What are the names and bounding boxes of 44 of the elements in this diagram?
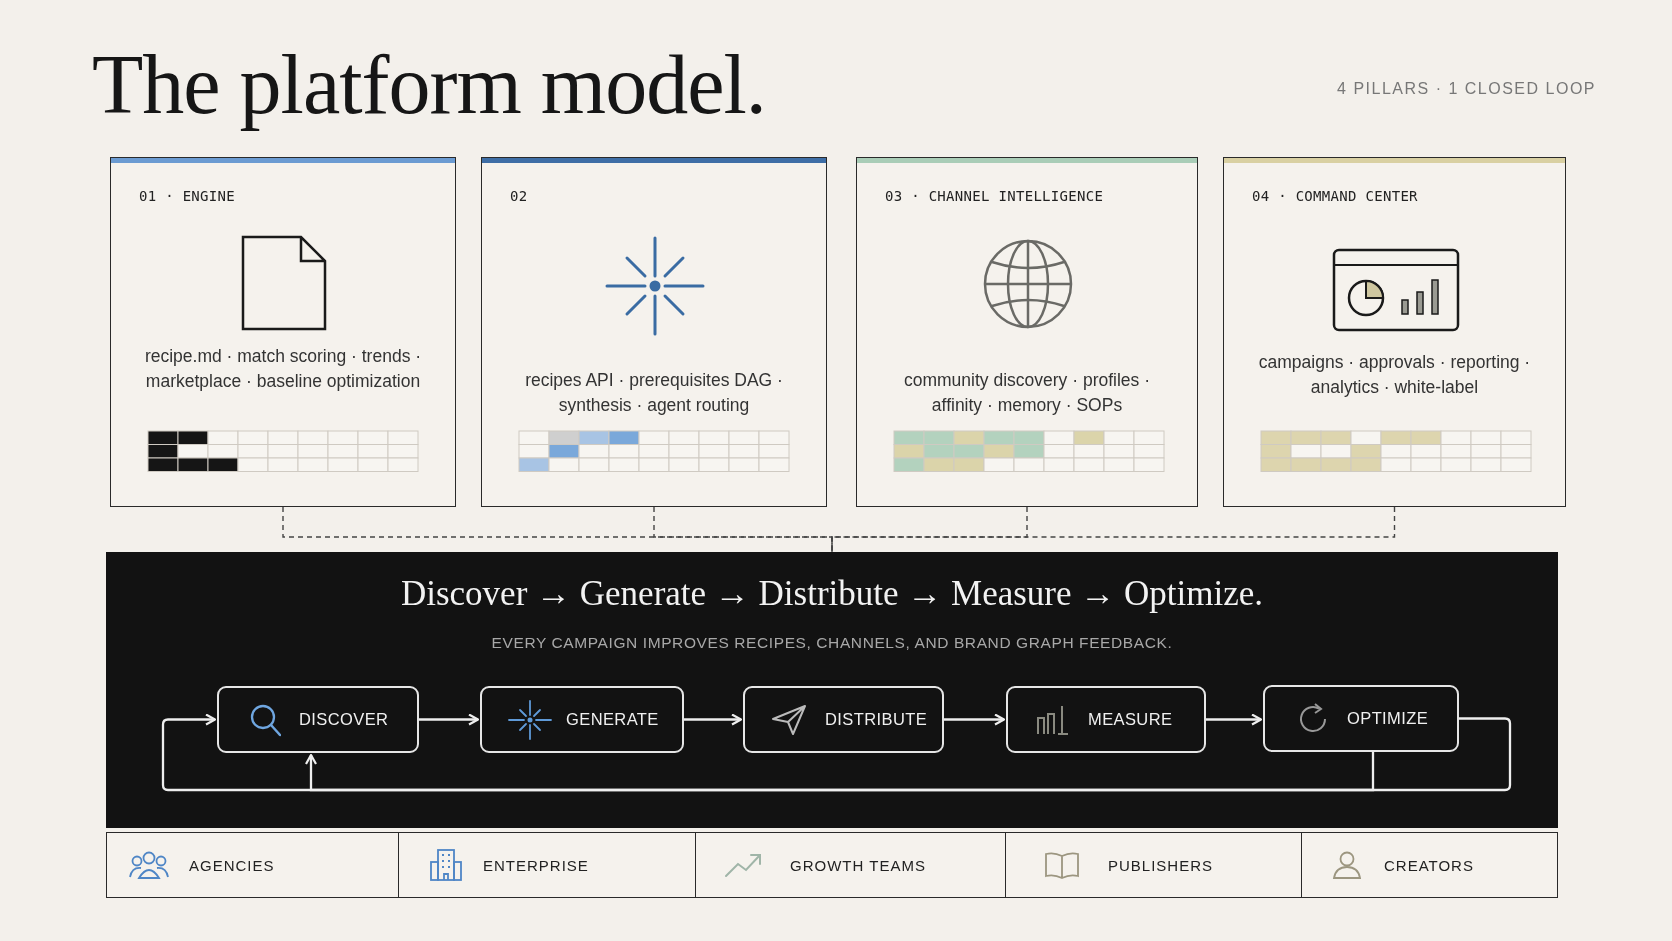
- loop-subtitle: EVERY CAMPAIGN IMPROVES RECIPES, CHANNELS, AND BRAND GRAPH FEEDBACK.: [490, 634, 1174, 652]
- arrow: [944, 713, 1006, 726]
- pillar-card: [110, 157, 456, 507]
- step-label: DISTRIBUTE: [825, 710, 928, 729]
- card-heading: 03 · CHANNEL INTELLIGENCE: [885, 188, 1104, 204]
- loop-panel: [106, 552, 1558, 828]
- step-box: [480, 686, 684, 753]
- audience-label: ENTERPRISE: [483, 856, 589, 874]
- arrow: [419, 713, 480, 726]
- step-label: GENERATE: [566, 710, 659, 729]
- step-box: [1006, 686, 1206, 753]
- audience-label: AGENCIES: [189, 856, 275, 874]
- audience-label: PUBLISHERS: [1108, 856, 1214, 874]
- loop-headline: Discover → Generate → Distribute → Measure → Optimize.: [399, 574, 1265, 614]
- step-box: [743, 686, 944, 753]
- feature-list: recipes API · prerequisites DAG · synthesis · agent routing: [512, 368, 796, 418]
- arrow: [684, 713, 743, 726]
- audience-cell: [106, 832, 399, 898]
- feature-list: campaigns · approvals · reporting · analytics · white-label: [1254, 350, 1535, 400]
- audience-cell: [695, 832, 1006, 898]
- pillar-card: [856, 157, 1198, 507]
- pillar-card: [1223, 157, 1566, 507]
- step-box: [1263, 685, 1459, 752]
- pillar-card: [481, 157, 827, 507]
- audience-cell: [1005, 832, 1302, 898]
- arrow: [1206, 713, 1263, 726]
- step-label: MEASURE: [1088, 710, 1173, 729]
- audience-label: GROWTH TEAMS: [790, 856, 926, 874]
- step-box: [217, 686, 419, 753]
- step-label: DISCOVER: [299, 710, 389, 729]
- card-heading: 02: [510, 188, 528, 204]
- feature-list: community discovery · profiles · affinity · memory · SOPs: [887, 368, 1167, 418]
- audience-cell: [398, 832, 696, 898]
- card-heading: 01 · ENGINE: [139, 188, 236, 204]
- feature-list: recipe.md · match scoring · trends · marketplace · baseline optimization: [141, 344, 425, 394]
- audience-cell: [1301, 832, 1558, 898]
- tagline: 4 PILLARS · 1 CLOSED LOOP: [1337, 80, 1596, 98]
- card-heading: 04 · COMMAND CENTER: [1252, 188, 1418, 204]
- arrow: [161, 713, 1512, 792]
- connector-line: [831, 506, 1396, 553]
- step-label: OPTIMIZE: [1347, 709, 1429, 728]
- title: The platform model.: [92, 37, 766, 133]
- audience-label: CREATORS: [1384, 856, 1474, 874]
- arrow: [304, 752, 1375, 792]
